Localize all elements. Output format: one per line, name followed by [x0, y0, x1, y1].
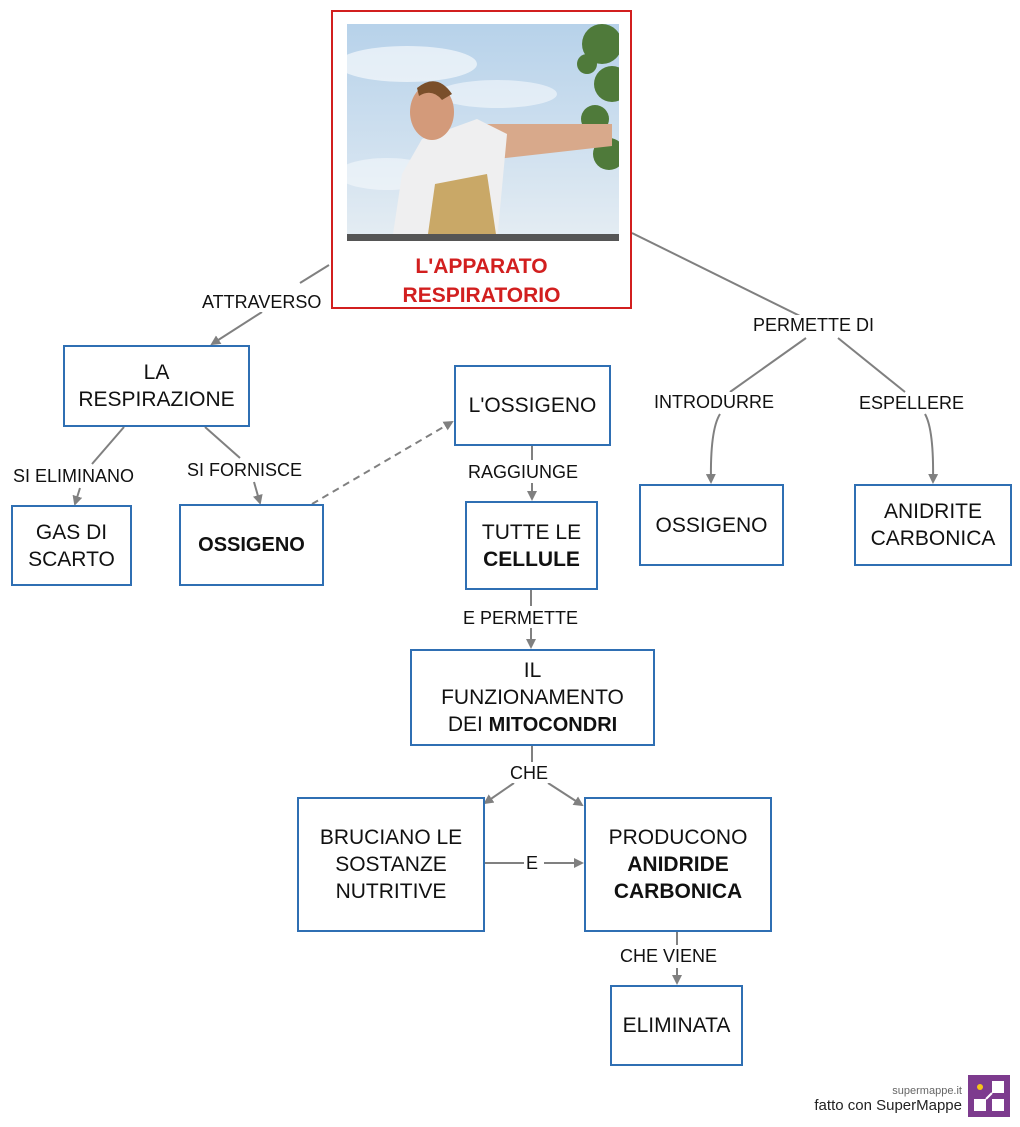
node-anidrite-carbonica[interactable]: ANIDRITE CARBONICA — [854, 484, 1012, 566]
node-eliminata-text: ELIMINATA — [622, 1014, 731, 1037]
edge-ossigeno-lossigeno — [311, 420, 454, 505]
node-respirazione-line2: RESPIRAZIONE — [78, 388, 235, 411]
node-bruciano-sostanze[interactable]: BRUCIANO LE SOSTANZE NUTRITIVE — [297, 797, 485, 932]
edge-respirazione-eliminano — [91, 426, 125, 465]
node-tutte-le-cellule[interactable]: TUTTE LE CELLULE — [465, 501, 598, 590]
label-permette-di: PERMETTE DI — [751, 315, 877, 335]
supermappe-credit: supermappe.it fatto con SuperMappe — [814, 1085, 962, 1115]
node-bruciano-line3: NUTRITIVE — [335, 880, 447, 903]
label-raggiunge: RAGGIUNGE — [466, 462, 581, 482]
node-anidrite-line1: ANIDRITE — [883, 500, 982, 523]
node-tutte-line2: CELLULE — [483, 547, 580, 571]
node-funz-line2: FUNZIONAMENTO — [441, 685, 624, 709]
node-eliminata[interactable]: ELIMINATA — [610, 985, 743, 1066]
edge-espellere-anidrite — [924, 413, 939, 484]
node-gas-line1: GAS DI — [35, 520, 108, 544]
node-respirazione-line1: LA — [143, 361, 170, 384]
root-node-apparato-respiratorio[interactable]: L'APPARATO RESPIRATORIO — [331, 10, 632, 309]
label-introdurre: INTRODURRE — [652, 392, 776, 412]
node-ossigeno-right[interactable]: OSSIGENO — [639, 484, 784, 566]
photo-illustration — [347, 24, 619, 241]
node-ossigeno-right-text: OSSIGENO — [655, 513, 768, 537]
root-title: L'APPARATO RESPIRATORIO — [333, 252, 630, 310]
supermappe-logo-graphic — [974, 1081, 1004, 1111]
node-tutte-line1: TUTTE LE — [481, 520, 582, 544]
node-producono-anidride[interactable]: PRODUCONO ANIDRIDE CARBONICA — [584, 797, 772, 932]
node-lossigeno[interactable]: L'OSSIGENO — [454, 365, 611, 446]
node-producono-line1: PRODUCONO — [608, 826, 748, 849]
edge-root-permette — [631, 232, 801, 317]
node-gas-line2: SCARTO — [28, 547, 115, 571]
edge-respirazione-fornisce — [204, 426, 241, 459]
node-producono-line3: CARBONICA — [613, 880, 743, 903]
edge-root-attraverso — [299, 264, 330, 284]
node-la-respirazione[interactable]: LA RESPIRAZIONE — [63, 345, 250, 427]
supermappe-made-with: fatto con SuperMappe — [814, 1097, 962, 1114]
edge-eliminano-gas — [72, 487, 83, 506]
node-producono-line2: ANIDRIDE — [627, 853, 729, 876]
node-funz-line1: IL — [523, 658, 542, 682]
label-attraverso: ATTRAVERSO — [200, 292, 324, 312]
node-funz-line3: DEI MITOCONDRI — [448, 711, 617, 739]
node-gas-di-scarto[interactable]: GAS DI SCARTO — [11, 505, 132, 586]
node-anidrite-line2: CARBONICA — [870, 527, 996, 550]
label-che: CHE — [508, 763, 551, 783]
node-funzionamento-mitocondri[interactable]: IL FUNZIONAMENTO DEI MITOCONDRI — [410, 649, 655, 746]
root-title-line1: L'APPARATO — [415, 255, 548, 278]
node-lossigeno-text: L'OSSIGENO — [468, 394, 597, 417]
node-funz-line3-bold: MITOCONDRI — [488, 713, 618, 736]
edge-attraverso-respirazione — [210, 311, 263, 346]
node-ossigeno-left-text: OSSIGENO — [198, 533, 305, 556]
label-che-viene: CHE VIENE — [618, 946, 720, 966]
label-si-fornisce: SI FORNISCE — [185, 460, 305, 480]
root-title-line2: RESPIRATORIO — [402, 284, 561, 307]
edge-introdurre-ossigeno — [705, 413, 721, 484]
label-espellere: ESPELLERE — [857, 393, 967, 413]
label-e: E — [524, 853, 541, 873]
edge-permette-espellere — [837, 337, 906, 393]
node-bruciano-line1: BRUCIANO LE — [319, 826, 463, 849]
label-si-eliminano: SI ELIMINANO — [11, 466, 137, 486]
node-ossigeno-left[interactable]: OSSIGENO — [179, 504, 324, 586]
edge-che-producono — [547, 782, 584, 807]
edge-permette-introdurre — [729, 337, 807, 393]
label-e-permette: E PERMETTE — [461, 608, 581, 628]
node-bruciano-line2: SOSTANZE — [335, 853, 447, 876]
supermappe-logo-icon — [968, 1075, 1010, 1117]
edge-che-bruciano — [483, 782, 515, 805]
edge-fornisce-ossigeno — [252, 481, 263, 505]
node-funz-line3-plain: DEI — [447, 712, 483, 736]
person-breathing-photo — [347, 24, 619, 241]
supermappe-site: supermappe.it — [892, 1085, 962, 1097]
